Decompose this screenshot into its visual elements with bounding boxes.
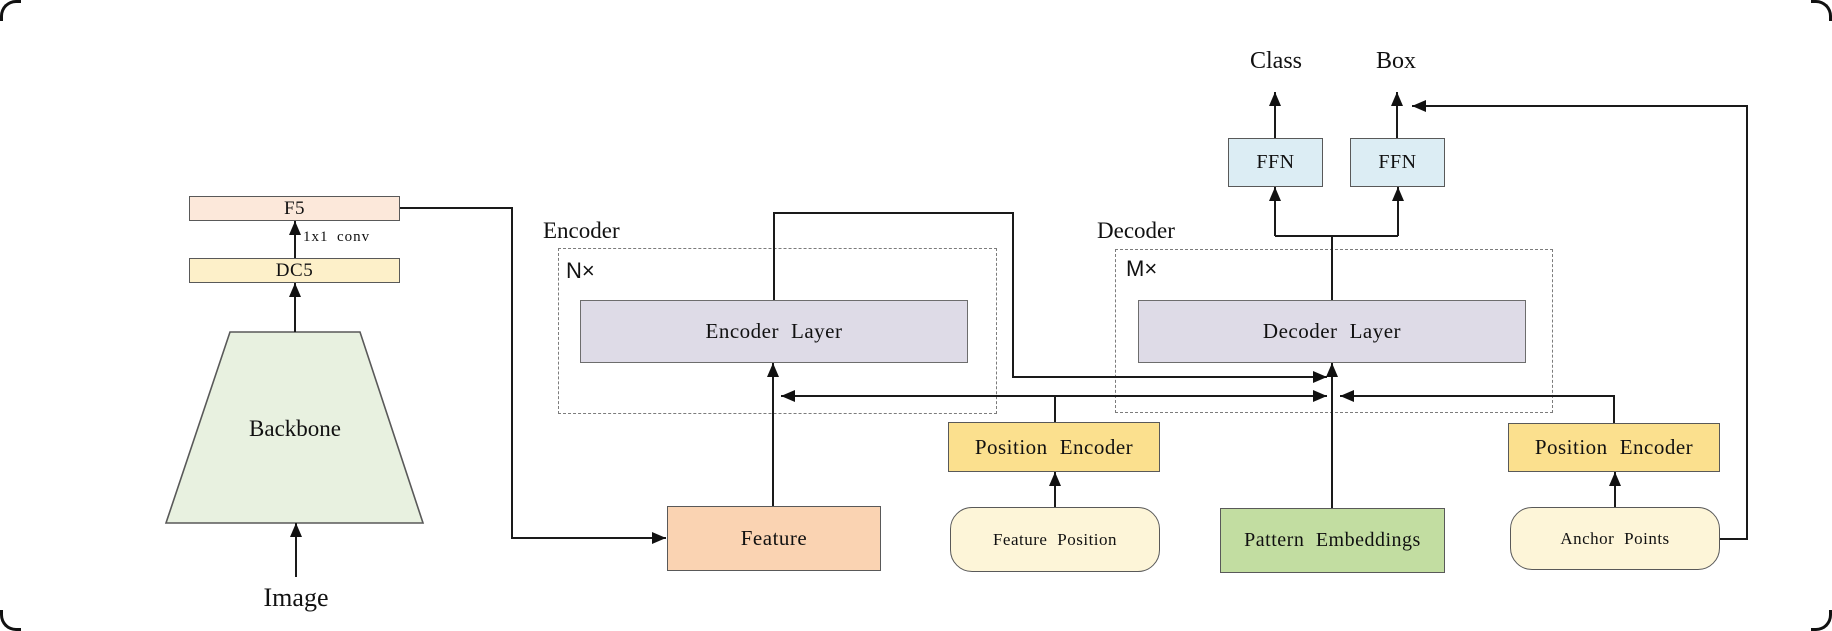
- screenshot-corner-top-right: [1811, 0, 1832, 21]
- encoder-layer-label: Encoder Layer: [705, 319, 843, 343]
- backbone-trapezoid: [164, 331, 425, 524]
- dc5-label: DC5: [275, 259, 314, 281]
- arrow-encoder-output-to-decoder: [773, 212, 1327, 383]
- ffn-class-box: FFN: [1228, 138, 1323, 187]
- box-output-label: Box: [1375, 48, 1417, 74]
- backbone-label: Backbone: [249, 416, 341, 441]
- arrow-f5-to-feature: [400, 207, 666, 544]
- position-encoder-feature-box: Position Encoder: [948, 422, 1160, 472]
- encoder-layer-box: Encoder Layer: [580, 300, 968, 363]
- ffn-box-box: FFN: [1350, 138, 1445, 187]
- pattern-embeddings-box: Pattern Embeddings: [1220, 508, 1445, 573]
- feature-position-label: Feature Position: [992, 529, 1118, 549]
- screenshot-corner-top-left: [0, 0, 21, 21]
- decoder-group-title: Decoder: [1097, 218, 1175, 243]
- decoder-layer-label: Decoder Layer: [1262, 319, 1402, 343]
- ffn-class-label: FFN: [1256, 151, 1295, 173]
- arrow-feature-pos-encoding-to-encoder: [781, 390, 1056, 422]
- dc5-box: DC5: [189, 258, 400, 283]
- anchor-points-box: Anchor Points: [1510, 507, 1720, 570]
- feature-position-box: Feature Position: [950, 507, 1160, 572]
- class-output-label: Class: [1249, 48, 1303, 74]
- feature-label: Feature: [740, 526, 808, 550]
- position-encoder-feature-label: Position Encoder: [974, 434, 1134, 459]
- pattern-embeddings-label: Pattern Embeddings: [1244, 529, 1421, 551]
- position-encoder-anchor-box: Position Encoder: [1508, 423, 1720, 472]
- encoder-dashed-group: [558, 248, 997, 414]
- screenshot-corner-bottom-right: [1811, 610, 1832, 631]
- decoder-layer-box: Decoder Layer: [1138, 300, 1526, 363]
- encoder-repeat-multiplier: N×: [566, 258, 595, 283]
- screenshot-corner-bottom-left: [0, 610, 21, 631]
- conv-1x1-label: 1x1 conv: [303, 229, 371, 245]
- arrow-anchor-pos-encoding-to-decoder: [1340, 390, 1615, 423]
- image-input-label: Image: [263, 583, 329, 612]
- ffn-box-label: FFN: [1378, 151, 1417, 173]
- anchor-points-label: Anchor Points: [1560, 528, 1670, 548]
- f5-box: F5: [189, 196, 400, 221]
- encoder-group-title: Encoder: [543, 218, 620, 243]
- position-encoder-anchor-label: Position Encoder: [1534, 435, 1694, 459]
- f5-label: F5: [283, 197, 306, 219]
- decoder-dashed-group: [1115, 249, 1553, 413]
- feature-box: Feature: [667, 506, 881, 571]
- arrow-anchor-feedback-to-box: [1412, 100, 1748, 540]
- decoder-repeat-multiplier: M×: [1126, 256, 1158, 281]
